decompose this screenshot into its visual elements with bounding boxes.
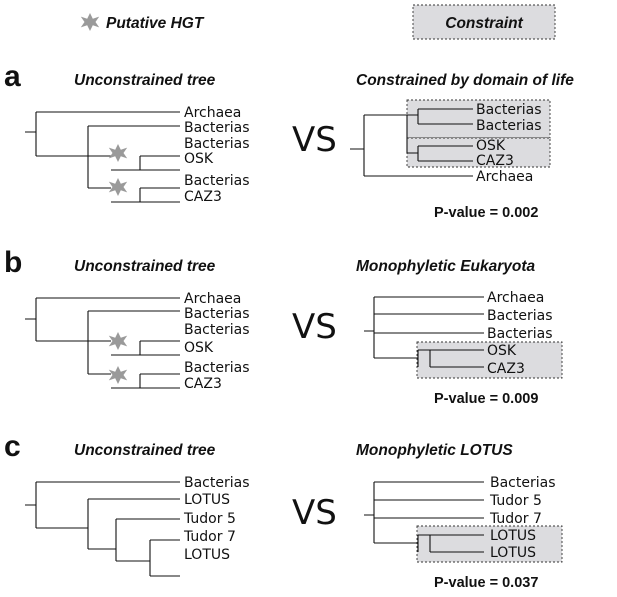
constraint-box	[406, 99, 551, 139]
constraint-box	[416, 525, 563, 563]
panel-c-left-tree: Bacterias LOTUS Tudor 5 Tudor 7 LOTUS	[25, 475, 250, 577]
leaf-label: Bacterias	[184, 120, 250, 136]
p-value: P-value = 0.002	[434, 205, 538, 221]
panel-b-left-tree: Archaea Bacterias Bacterias OSK Bacteria…	[25, 291, 250, 392]
leaf-label: Archaea	[184, 291, 241, 307]
leaf-label: OSK	[476, 138, 506, 154]
leaf-label: Bacterias	[487, 326, 553, 342]
panel-letter-a: a	[4, 60, 21, 93]
leaf-label: Bacterias	[476, 102, 542, 118]
leaf-label: Archaea	[476, 169, 533, 185]
legend: Putative HGT Constraint	[80, 4, 556, 40]
leaf-label: OSK	[184, 151, 214, 167]
leaf-label: CAZ3	[487, 361, 525, 377]
panel-c: c Unconstrained tree Monophyletic LOTUS …	[4, 430, 563, 591]
panel-c-left-title: Unconstrained tree	[74, 442, 216, 459]
p-value: P-value = 0.037	[434, 575, 538, 591]
leaf-label: Archaea	[487, 290, 544, 306]
panel-letter-c: c	[4, 430, 21, 463]
leaf-label: LOTUS	[184, 492, 230, 508]
leaf-label: Tudor 7	[183, 529, 236, 545]
leaf-label: Tudor 5	[489, 493, 542, 509]
panel-c-right-title: Monophyletic LOTUS	[356, 442, 513, 459]
leaf-label: Bacterias	[487, 308, 553, 324]
panel-b-left-title: Unconstrained tree	[74, 258, 216, 275]
leaf-label: OSK	[487, 343, 517, 359]
panel-letter-b: b	[4, 246, 22, 279]
hgt-legend-label: Putative HGT	[106, 15, 205, 32]
panel-a-left-tree: Archaea Bacterias Bacterias OSK Bacteria…	[25, 105, 250, 205]
leaf-label: Bacterias	[476, 118, 542, 134]
leaf-label: LOTUS	[184, 547, 230, 563]
hgt-star-icon	[108, 332, 128, 350]
leaf-label: Bacterias	[184, 136, 250, 152]
panel-c-right-tree: Bacterias Tudor 5 Tudor 7 LOTUS LOTUS	[364, 475, 563, 563]
hgt-star-icon	[108, 144, 128, 162]
panel-a-right-title: Constrained by domain of life	[356, 72, 574, 89]
leaf-label: LOTUS	[490, 545, 536, 561]
vs-label: VS	[292, 120, 337, 160]
leaf-label: Bacterias	[184, 360, 250, 376]
leaf-label: Bacterias	[490, 475, 556, 491]
leaf-label: OSK	[184, 340, 214, 356]
leaf-label: CAZ3	[476, 153, 514, 169]
p-value: P-value = 0.009	[434, 391, 538, 407]
constraint-box	[416, 341, 563, 379]
leaf-label: Archaea	[184, 105, 241, 121]
panel-a: a Unconstrained tree Constrained by doma…	[4, 60, 574, 221]
vs-label: VS	[292, 307, 337, 347]
hgt-star-icon	[108, 178, 128, 196]
leaf-label: LOTUS	[490, 528, 536, 544]
panel-b: b Unconstrained tree Monophyletic Eukary…	[4, 246, 563, 407]
hgt-star-icon	[108, 366, 128, 384]
panel-a-left-title: Unconstrained tree	[74, 72, 216, 89]
constraint-legend-box	[412, 4, 556, 40]
leaf-label: CAZ3	[184, 376, 222, 392]
leaf-label: Bacterias	[184, 173, 250, 189]
leaf-label: Bacterias	[184, 322, 250, 338]
hgt-star-icon	[80, 13, 100, 31]
leaf-label: Tudor 7	[489, 511, 542, 527]
leaf-label: Bacterias	[184, 306, 250, 322]
vs-label: VS	[292, 493, 337, 533]
panel-b-right-title: Monophyletic Eukaryota	[356, 258, 536, 275]
leaf-label: Tudor 5	[183, 511, 236, 527]
leaf-label: Bacterias	[184, 475, 250, 491]
panel-a-right-tree: Bacterias Bacterias OSK CAZ3 Archaea	[350, 99, 551, 185]
constraint-legend-label: Constraint	[445, 15, 523, 32]
leaf-label: CAZ3	[184, 189, 222, 205]
panel-b-right-tree: Archaea Bacterias Bacterias OSK CAZ3	[364, 290, 563, 379]
